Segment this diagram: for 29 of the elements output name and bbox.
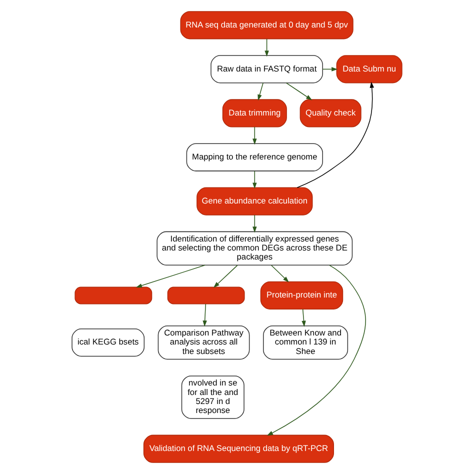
node-box bbox=[167, 286, 245, 304]
arrow bbox=[322, 67, 338, 72]
arrow bbox=[271, 264, 289, 282]
node-box: Between Know and common l 139 in Shee bbox=[263, 325, 348, 360]
node-box: Validation of RNA Sequencing data by qRT-PCR bbox=[143, 434, 334, 463]
node-box: Identification of differentially expressed genes and selecting the common DEGs across these DE packages bbox=[156, 231, 353, 266]
arrow bbox=[302, 308, 306, 327]
node-box: Data Subm nu bbox=[336, 55, 402, 84]
arrow bbox=[252, 126, 257, 145]
arrow bbox=[264, 38, 269, 57]
node-box: Mapping to the reference genome bbox=[186, 143, 323, 172]
node-box: nvolved in se for all the and 5297 in d response bbox=[181, 376, 244, 419]
arrow bbox=[252, 170, 257, 189]
arrow bbox=[252, 214, 257, 233]
node-box: Gene abundance calculation bbox=[196, 187, 313, 216]
node-box: RNA seq data generated at 0 day and 5 dpv bbox=[180, 11, 354, 40]
node-box: Quality check bbox=[300, 99, 362, 128]
node-box: ical KEGG bsets bbox=[72, 328, 145, 357]
arrow bbox=[296, 82, 374, 188]
node-box: Raw data in FASTQ format bbox=[210, 55, 323, 84]
node-box: Protein-protein inte bbox=[260, 281, 344, 310]
node-box: Data trimming bbox=[222, 99, 287, 128]
arrow bbox=[136, 264, 206, 288]
node-box bbox=[74, 286, 152, 304]
node-box: Comparison Pathway analysis across all the subsets bbox=[158, 325, 250, 360]
arrow bbox=[202, 304, 207, 327]
arrow bbox=[213, 264, 238, 288]
arrow bbox=[286, 82, 312, 100]
arrow bbox=[258, 82, 264, 101]
